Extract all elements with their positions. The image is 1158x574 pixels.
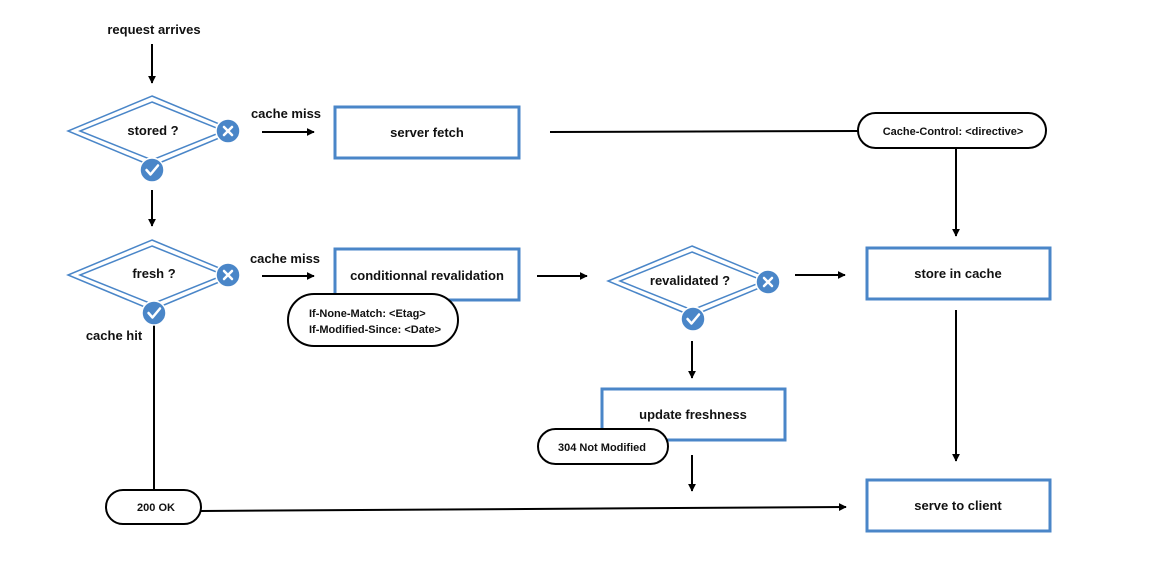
check-icon (680, 306, 706, 332)
decision-stored: stored ? (66, 95, 241, 183)
decision-fresh-label: fresh ? (132, 266, 175, 281)
pill-304-label: 304 Not Modified (558, 442, 646, 454)
pill-cache-control-label: Cache-Control: <directive> (883, 126, 1024, 138)
pill-cache-control: Cache-Control: <directive> (857, 112, 1047, 149)
line-server-fetch-to-cache-control (549, 130, 859, 133)
box-conditional-revalidation-label: conditionnal revalidation (350, 268, 504, 283)
box-store-in-cache-label: store in cache (914, 266, 1001, 281)
cross-icon (215, 262, 241, 288)
label-cache-hit: cache hit (86, 328, 143, 343)
check-icon (139, 157, 165, 183)
label-cache-miss-fresh: cache miss (250, 251, 320, 266)
box-update-freshness-label: update freshness (639, 407, 747, 422)
box-server-fetch: server fetch (333, 105, 521, 160)
decision-revalidated: revalidated ? (606, 245, 781, 332)
cross-icon (215, 118, 241, 144)
pill-if-modified-since: If-Modified-Since: <Date> (309, 324, 441, 336)
arrow-200-to-serve (200, 503, 847, 512)
pill-200-ok: 200 OK (105, 489, 202, 525)
pill-200-label: 200 OK (137, 502, 175, 514)
label-cache-miss-stored: cache miss (251, 106, 321, 121)
box-serve-to-client: serve to client (865, 478, 1052, 533)
label-request-arrives: request arrives (107, 22, 200, 37)
box-conditional-revalidation: conditionnal revalidation (333, 247, 521, 302)
cross-icon (755, 269, 781, 295)
box-serve-to-client-label: serve to client (914, 498, 1002, 513)
pill-if-none-match: If-None-Match: <Etag> (309, 308, 426, 320)
box-server-fetch-label: server fetch (390, 125, 464, 140)
box-store-in-cache: store in cache (865, 246, 1052, 301)
decision-fresh: fresh ? (66, 239, 241, 326)
decision-stored-label: stored ? (127, 123, 178, 138)
decision-revalidated-label: revalidated ? (650, 273, 730, 288)
pill-304-not-modified: 304 Not Modified (537, 428, 669, 465)
pill-conditional-headers: If-None-Match: <Etag> If-Modified-Since:… (287, 293, 459, 347)
check-icon (141, 300, 167, 326)
